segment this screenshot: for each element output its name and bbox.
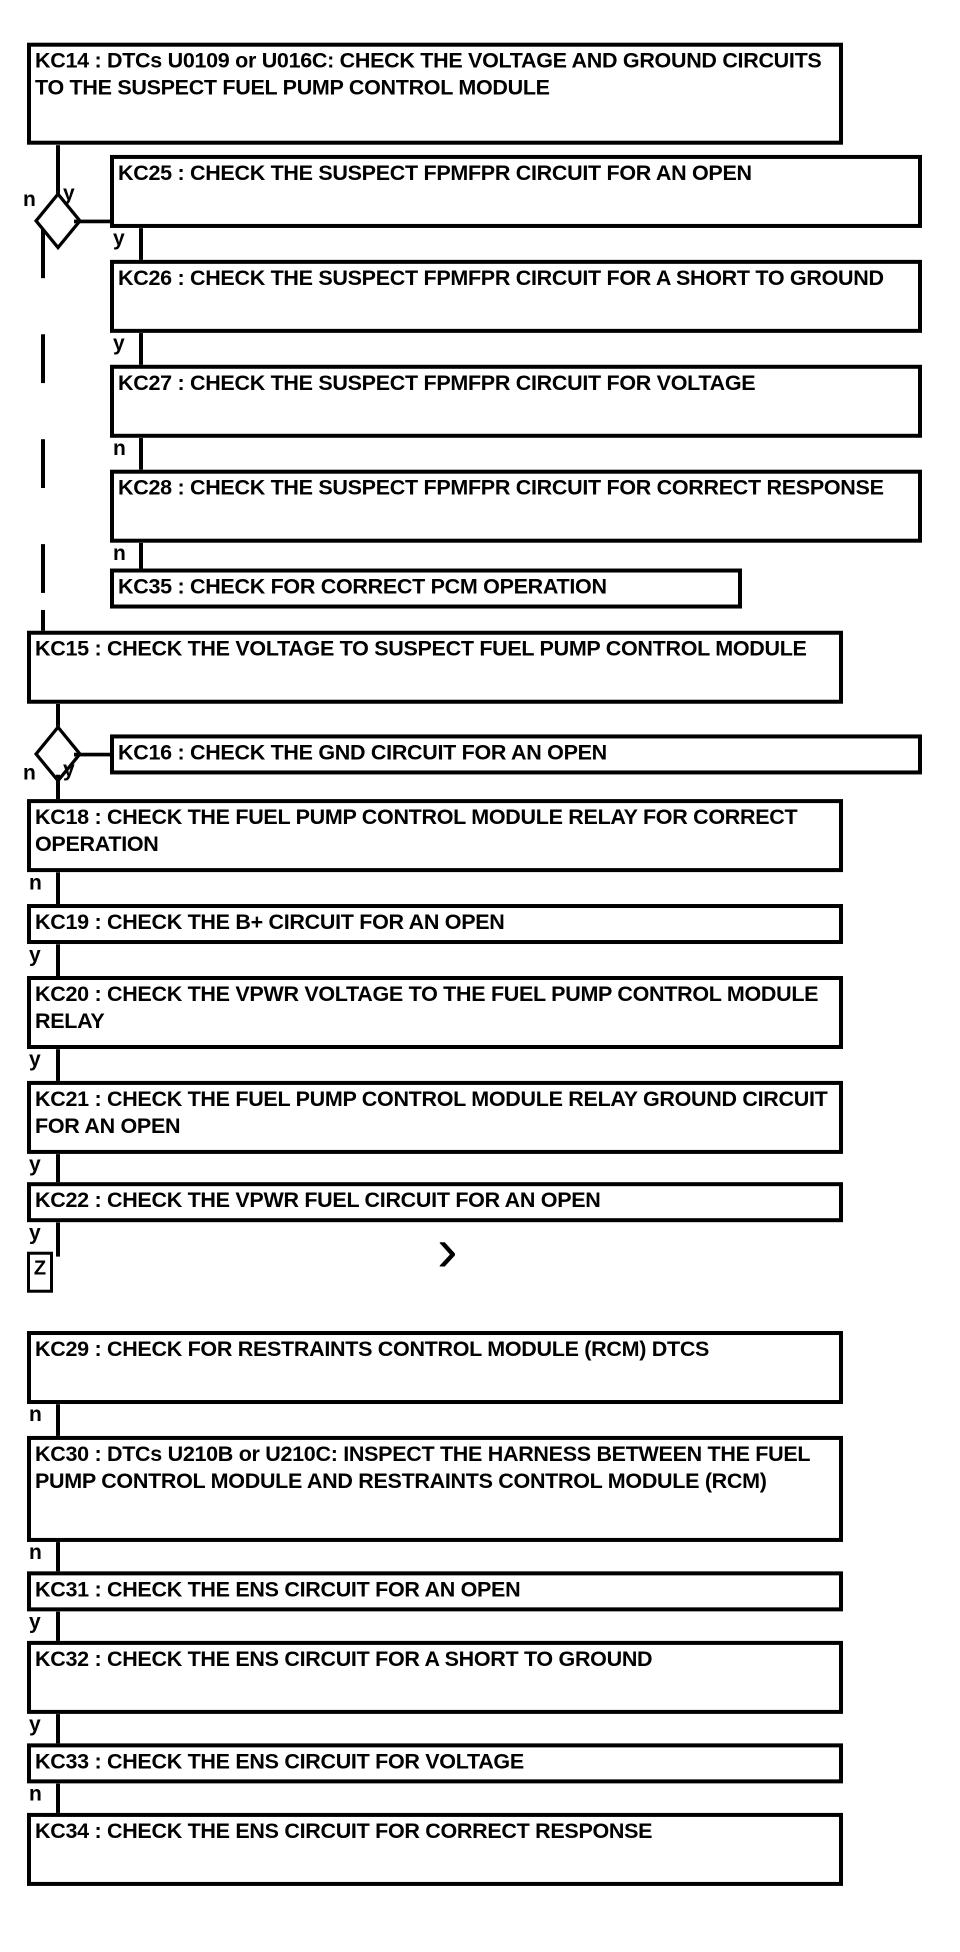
node-kc31[interactable]: KC31 : CHECK THE ENS CIRCUIT FOR AN OPEN	[27, 1571, 843, 1612]
edge-label-kc19-kc20: y	[29, 943, 41, 967]
edge-label-decision1-no: n	[23, 188, 36, 212]
edge-label-decision2-no: n	[23, 761, 36, 785]
edge-kc14-to-decision1	[56, 145, 60, 203]
edge-kc33-to-kc34	[56, 1783, 60, 1818]
edge-label-kc30-kc31: n	[29, 1541, 42, 1565]
edge-label-kc20-kc21: y	[29, 1048, 41, 1072]
node-kc28[interactable]: KC28 : CHECK THE SUSPECT FPMFPR CIRCUIT …	[110, 469, 922, 543]
edge-label-kc32-kc33: y	[29, 1713, 41, 1737]
node-kc20[interactable]: KC20 : CHECK THE VPWR VOLTAGE TO THE FUE…	[27, 976, 843, 1050]
node-kc21[interactable]: KC21 : CHECK THE FUEL PUMP CONTROL MODUL…	[27, 1080, 843, 1155]
node-kc34[interactable]: KC34 : CHECK THE ENS CIRCUIT FOR CORRECT…	[27, 1812, 843, 1887]
edge-label-kc21-kc22: y	[29, 1153, 41, 1177]
edge-decision2-to-kc16	[74, 752, 112, 757]
node-kc27[interactable]: KC27 : CHECK THE SUSPECT FPMFPR CIRCUIT …	[110, 364, 922, 438]
edge-kc29-to-kc30	[56, 1404, 60, 1439]
edge-kc20-to-kc21	[56, 1049, 60, 1084]
edge-kc18-to-kc19	[56, 872, 60, 907]
edge-label-kc26-kc27: y	[113, 332, 125, 356]
node-kc18[interactable]: KC18 : CHECK THE FUEL PUMP CONTROL MODUL…	[27, 799, 843, 873]
node-kc15[interactable]: KC15 : CHECK THE VOLTAGE TO SUSPECT FUEL…	[27, 630, 843, 704]
edge-kc28-to-kc35	[139, 542, 143, 578]
node-kc32[interactable]: KC32 : CHECK THE ENS CIRCUIT FOR A SHORT…	[27, 1640, 843, 1715]
edge-label-kc28-kc35: n	[113, 541, 126, 565]
node-kc26[interactable]: KC26 : CHECK THE SUSPECT FPMFPR CIRCUIT …	[110, 259, 922, 334]
edge-decision1-no-dash-1	[41, 229, 45, 279]
edge-decision1-no-dash-3	[41, 439, 45, 488]
node-kc33[interactable]: KC33 : CHECK THE ENS CIRCUIT FOR VOLTAGE	[27, 1743, 843, 1784]
edge-label-kc22-z: y	[29, 1221, 41, 1245]
node-kc35[interactable]: KC35 : CHECK FOR CORRECT PCM OPERATION	[110, 568, 742, 609]
edge-kc19-to-kc20	[56, 944, 60, 979]
edge-kc21-to-kc22	[56, 1154, 60, 1189]
edge-label-kc18-kc19: n	[29, 871, 42, 895]
edge-label-decision2-yes: y	[63, 757, 75, 781]
edge-label-kc33-kc34: n	[29, 1782, 42, 1806]
edge-kc25-to-kc26	[139, 228, 143, 263]
node-kc25[interactable]: KC25 : CHECK THE SUSPECT FPMFPR CIRCUIT …	[110, 154, 922, 229]
chevron-right-icon: ›	[437, 1216, 458, 1285]
edge-label-kc27-kc28: n	[113, 436, 126, 460]
node-kc19[interactable]: KC19 : CHECK THE B+ CIRCUIT FOR AN OPEN	[27, 904, 843, 945]
edge-label-kc25-kc26: y	[113, 227, 125, 251]
edge-label-kc31-kc32: y	[29, 1610, 41, 1634]
edge-kc27-to-kc28	[139, 437, 143, 473]
node-kc22[interactable]: KC22 : CHECK THE VPWR FUEL CIRCUIT FOR A…	[27, 1182, 843, 1223]
edge-decision1-no-dash-4	[41, 544, 45, 593]
edge-kc26-to-kc27	[139, 333, 143, 368]
edge-label-kc29-kc30: n	[29, 1403, 42, 1427]
edge-decision2-no-to-kc18	[56, 774, 60, 806]
edge-decision1-no-dash-2	[41, 334, 45, 384]
edge-kc30-to-kc31	[56, 1542, 60, 1577]
edge-kc22-to-connector-z	[56, 1222, 60, 1257]
edge-kc32-to-kc33	[56, 1714, 60, 1749]
edge-kc31-to-kc32	[56, 1611, 60, 1646]
node-kc16[interactable]: KC16 : CHECK THE GND CIRCUIT FOR AN OPEN	[110, 734, 922, 775]
edge-decision1-to-kc25	[74, 219, 112, 224]
offpage-connector-z[interactable]: Z	[27, 1251, 53, 1294]
edge-label-decision1-yes: y	[63, 182, 75, 206]
node-kc29[interactable]: KC29 : CHECK FOR RESTRAINTS CONTROL MODU…	[27, 1331, 843, 1405]
node-kc14[interactable]: KC14 : DTCs U0109 or U016C: CHECK THE VO…	[27, 42, 843, 146]
node-kc30[interactable]: KC30 : DTCs U210B or U210C: INSPECT THE …	[27, 1435, 843, 1543]
